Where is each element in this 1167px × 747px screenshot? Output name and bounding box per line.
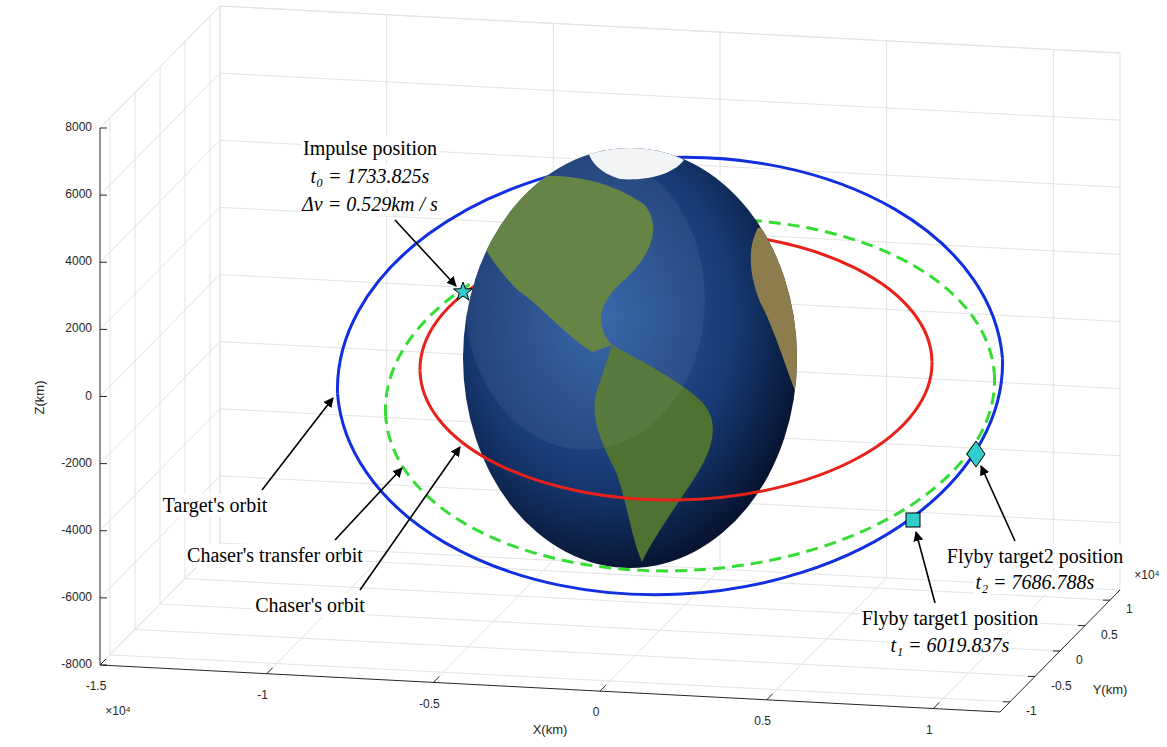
axis-line <box>100 463 107 464</box>
land-africa <box>751 227 800 402</box>
target-orbit-front <box>338 359 1003 595</box>
annotation-value: t₁ = 6019.837s <box>889 634 1012 657</box>
leader-arrow <box>360 447 460 590</box>
grid-line <box>1120 53 1121 590</box>
axis-title: X(km) <box>533 723 568 738</box>
grid-line <box>100 6 220 128</box>
flyby-diamond <box>967 441 985 467</box>
axis-title: Z(km) <box>33 380 48 414</box>
axis-line <box>1028 676 1035 677</box>
axis-line <box>100 665 107 666</box>
grid-line <box>100 342 220 464</box>
axis-line <box>100 597 107 598</box>
tick-label: -0.5 <box>1051 680 1072 694</box>
grid-line <box>135 629 1035 676</box>
grid-line <box>100 207 220 329</box>
tick-label: -1.5 <box>86 680 107 694</box>
axis-line <box>1003 701 1010 702</box>
impulse-star <box>453 282 472 300</box>
tick-label: 0 <box>1076 654 1083 668</box>
tick-label: -1 <box>257 689 268 703</box>
axis-line <box>1103 600 1110 601</box>
axis-line <box>100 262 107 263</box>
annotation-label: Flyby target1 position <box>860 607 1040 630</box>
axis-line <box>433 676 439 682</box>
axis-line <box>100 195 107 196</box>
tick-label: 1 <box>1126 603 1133 617</box>
axis-line <box>600 685 606 691</box>
tick-label: 0 <box>593 706 600 720</box>
annotation-value: Δv = 0.529km / s <box>300 193 440 216</box>
grid-line <box>110 655 1010 702</box>
leader-arrows <box>262 220 1015 603</box>
grid-line <box>100 275 220 397</box>
earth <box>463 147 800 568</box>
leader-arrow <box>916 532 935 603</box>
tick-label: 0.5 <box>1101 629 1118 643</box>
grid-line <box>220 6 221 543</box>
annotation-label: Chaser's transfer orbit <box>185 544 365 567</box>
chaser-orbit-front <box>420 362 932 501</box>
tick-label: -1 <box>1026 705 1037 719</box>
leader-arrow <box>395 220 456 286</box>
tick-label: -4000 <box>61 524 92 538</box>
annotation-label: Target's orbit <box>161 494 270 517</box>
axis-line <box>100 665 1000 712</box>
transfer-orbit-front <box>386 374 995 571</box>
axes-grid <box>100 6 1120 712</box>
axis-line <box>100 530 107 531</box>
axis-line <box>100 659 106 665</box>
earth-highlight <box>465 150 705 450</box>
flyby-square <box>906 513 920 527</box>
leader-arrow <box>981 466 1015 541</box>
grid-line <box>100 140 220 262</box>
grid-line <box>220 6 1120 53</box>
grid-line <box>220 73 1120 120</box>
axis-line <box>100 128 107 129</box>
grid-line <box>220 6 1120 53</box>
axis-line <box>100 396 107 397</box>
annotation-label: Impulse position <box>301 137 439 160</box>
tick-label: -0.5 <box>419 698 440 712</box>
tick-label: 8000 <box>65 121 92 135</box>
orbit-front-arcs <box>338 359 1003 595</box>
tick-label: 4000 <box>65 255 92 269</box>
annotation-label: Chaser's orbit <box>253 594 367 617</box>
tick-label: 0.5 <box>754 715 771 729</box>
tick-label: 6000 <box>65 188 92 202</box>
axis-exponent: ×10⁴ <box>105 705 131 719</box>
grid-line <box>100 73 220 195</box>
leader-arrow <box>262 398 333 490</box>
tick-label: -6000 <box>61 591 92 605</box>
grid-line <box>220 6 221 543</box>
tick-label: 0 <box>85 390 92 404</box>
annotation-label: Flyby target2 position <box>945 545 1125 568</box>
grid-line <box>100 6 220 128</box>
axis-line <box>1078 625 1085 626</box>
tick-label: -2000 <box>61 457 92 471</box>
earth-globe <box>463 148 797 568</box>
annotation-value: t₀ = 1733.825s <box>309 165 432 188</box>
axis-line <box>267 668 273 674</box>
axis-line <box>767 694 773 700</box>
tick-label: 1 <box>926 724 933 738</box>
leader-arrow <box>335 468 402 540</box>
axis-line <box>1053 651 1060 652</box>
annotation-value: t₂ = 7686.788s <box>974 571 1097 594</box>
axis-exponent: ×10⁴ <box>1134 569 1160 583</box>
markers <box>453 282 985 527</box>
axis-line <box>933 703 939 709</box>
axis-title: Y(km) <box>1093 683 1128 698</box>
tick-label: -8000 <box>61 658 92 672</box>
tick-label: 2000 <box>65 322 92 336</box>
axis-line <box>100 329 107 330</box>
